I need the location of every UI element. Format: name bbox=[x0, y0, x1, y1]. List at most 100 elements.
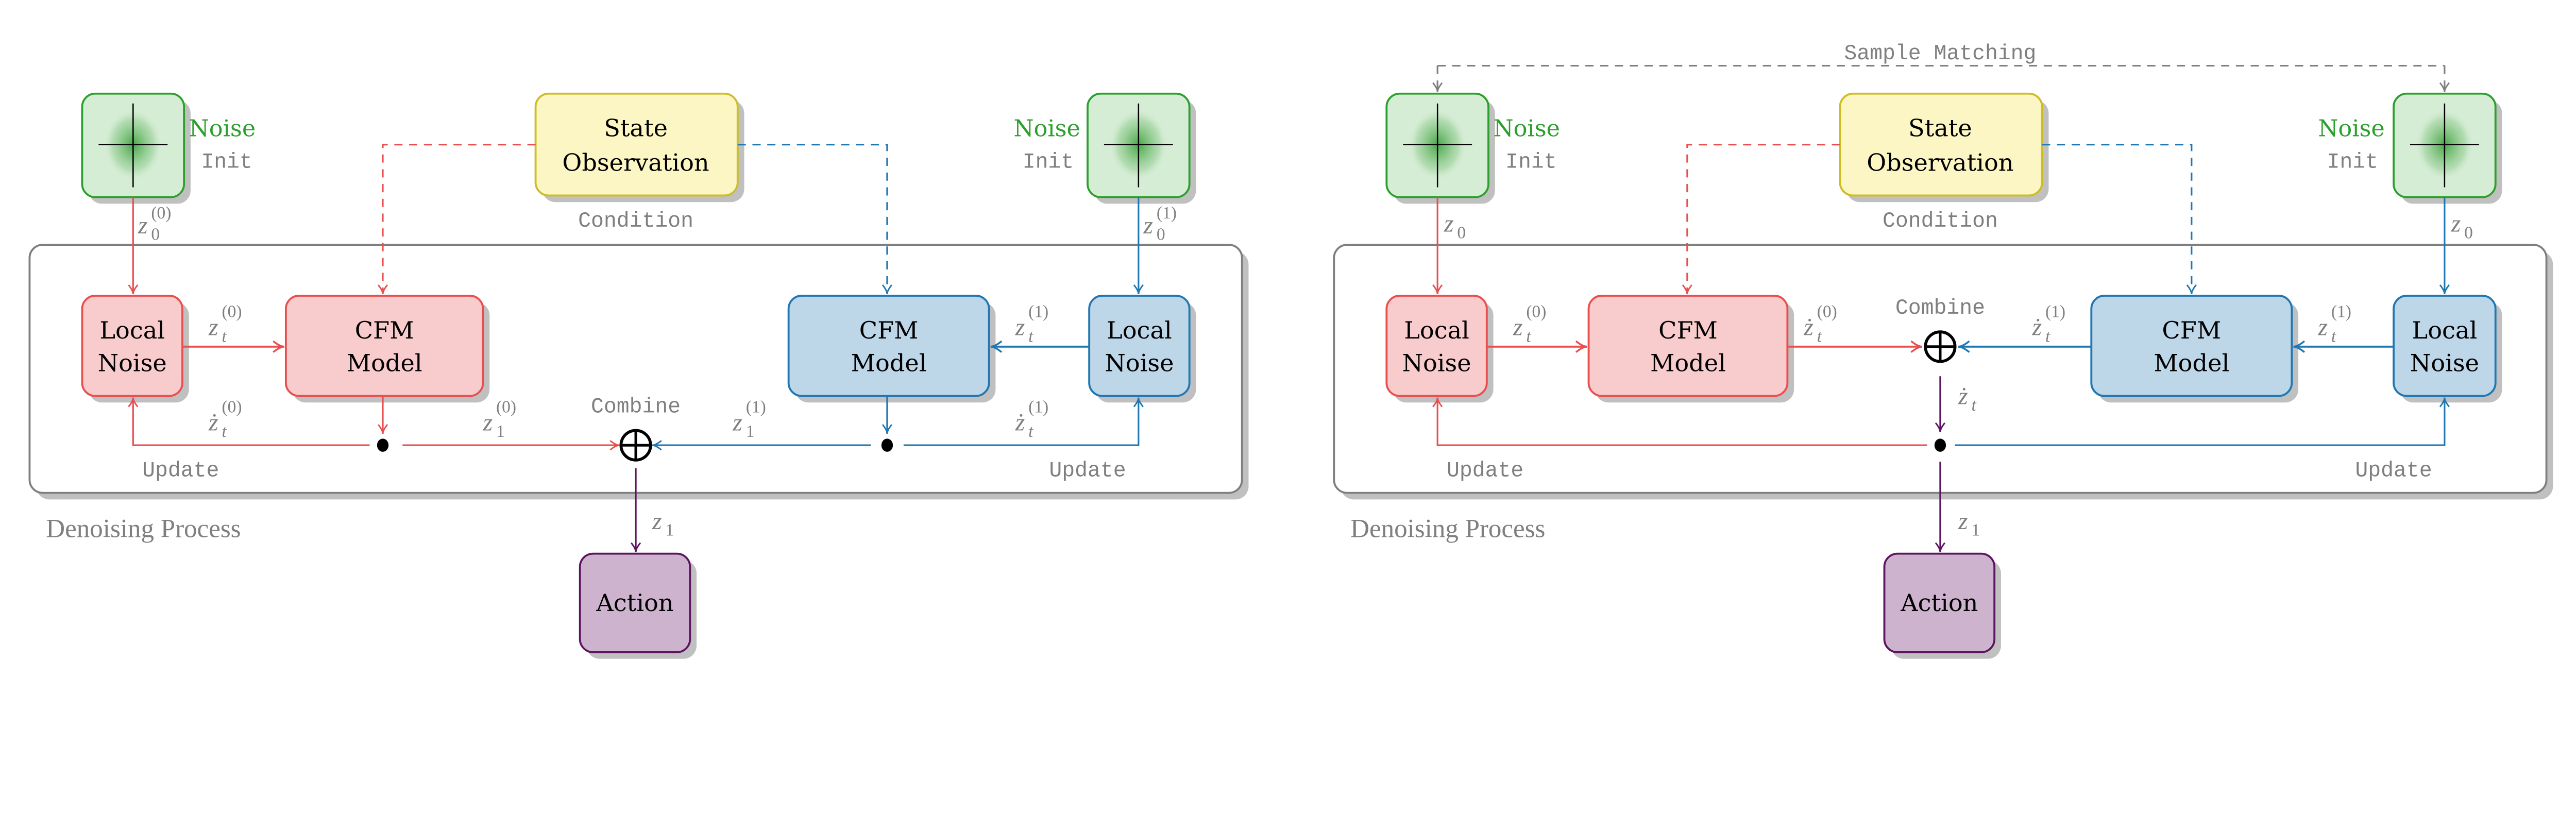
sample-matching-label: Sample Matching bbox=[1844, 42, 2036, 66]
svg-text:z: z bbox=[652, 507, 662, 535]
svg-text:t: t bbox=[1028, 327, 1033, 346]
svg-text:t: t bbox=[222, 327, 227, 346]
noise-label-left: Noise bbox=[1494, 115, 1560, 142]
svg-text:ż: ż bbox=[1015, 409, 1025, 436]
z1-label-left: z 1 (0) bbox=[483, 397, 517, 441]
local-noise-box-left: Local Noise bbox=[81, 295, 189, 403]
split-dot-left bbox=[377, 438, 389, 452]
noise-init-box-right bbox=[1087, 92, 1196, 204]
noise-init-box-right bbox=[2393, 92, 2502, 204]
z1-label-right: z 1 (1) bbox=[732, 397, 766, 441]
svg-text:Local: Local bbox=[99, 316, 165, 344]
split-dot-right bbox=[881, 438, 893, 452]
svg-text:CFM: CFM bbox=[859, 316, 919, 344]
svg-text:(0): (0) bbox=[151, 204, 171, 223]
svg-text:0: 0 bbox=[151, 225, 160, 244]
svg-text:(0): (0) bbox=[1526, 302, 1546, 321]
combine-label: Combine bbox=[591, 395, 681, 419]
z0-label-left: z 0 (0) bbox=[138, 204, 172, 244]
cfm-model-box-red: CFM Model bbox=[284, 295, 490, 403]
update-arrow-right bbox=[1955, 397, 2450, 446]
condition-label: Condition bbox=[1883, 209, 1998, 233]
condition-arrow-blue bbox=[2042, 144, 2197, 294]
cfm-model-box-red: CFM Model bbox=[1587, 295, 1794, 403]
condition-arrow-red bbox=[1682, 144, 1840, 294]
local-noise-box-right: Local Noise bbox=[2393, 295, 2502, 403]
svg-text:z: z bbox=[2451, 210, 2461, 238]
state-observation-box: State Observation bbox=[1839, 92, 2049, 202]
svg-text:1: 1 bbox=[1972, 521, 1980, 540]
zdot-label-right: ż t (1) bbox=[1015, 397, 1049, 441]
svg-text:Observation: Observation bbox=[1867, 149, 2013, 177]
condition-label: Condition bbox=[578, 209, 693, 233]
svg-text:t: t bbox=[222, 422, 227, 441]
action-box: Action bbox=[1883, 552, 2001, 659]
svg-text:CFM: CFM bbox=[2162, 316, 2221, 344]
init-label-left: Init bbox=[1505, 150, 1556, 174]
update-arrow-left bbox=[128, 397, 370, 446]
svg-text:1: 1 bbox=[496, 422, 505, 441]
svg-text:t: t bbox=[1526, 327, 1531, 346]
svg-text:Noise: Noise bbox=[98, 349, 167, 377]
svg-text:CFM: CFM bbox=[355, 316, 414, 344]
combine-oplus-icon bbox=[1924, 330, 1957, 363]
svg-text:Model: Model bbox=[347, 349, 422, 377]
condition-arrow-red bbox=[377, 144, 536, 294]
update-arrow-left bbox=[1432, 397, 1927, 446]
svg-text:1: 1 bbox=[746, 422, 755, 441]
svg-text:Observation: Observation bbox=[562, 149, 709, 177]
svg-text:z: z bbox=[1958, 507, 1968, 535]
update-label-right: Update bbox=[1049, 459, 1126, 483]
init-label-left: Init bbox=[201, 150, 252, 174]
svg-text:Noise: Noise bbox=[2410, 349, 2479, 377]
cfm-model-box-blue: CFM Model bbox=[2090, 295, 2299, 403]
svg-text:ż: ż bbox=[208, 409, 218, 436]
svg-text:CFM: CFM bbox=[1658, 316, 1718, 344]
zt-label-left: z t (0) bbox=[208, 302, 242, 346]
update-label-right: Update bbox=[2355, 459, 2432, 483]
action-box: Action bbox=[579, 552, 697, 659]
svg-text:0: 0 bbox=[2464, 223, 2473, 242]
state-observation-box: State Observation bbox=[534, 92, 744, 202]
svg-text:Local: Local bbox=[2412, 316, 2477, 344]
left-diagram: Denoising Process Noise Init Noise Init … bbox=[28, 92, 1249, 659]
denoising-process-label: Denoising Process bbox=[46, 515, 241, 544]
svg-text:t: t bbox=[1028, 422, 1033, 441]
svg-text:z: z bbox=[483, 409, 493, 436]
noise-label-right: Noise bbox=[1013, 115, 1080, 142]
svg-text:(0): (0) bbox=[222, 397, 242, 416]
svg-text:Noise: Noise bbox=[1402, 349, 1471, 377]
svg-text:z: z bbox=[138, 212, 148, 239]
svg-text:t: t bbox=[1972, 396, 1977, 415]
local-noise-box-right: Local Noise bbox=[1088, 295, 1196, 403]
svg-text:ż: ż bbox=[1803, 314, 1814, 341]
svg-text:(1): (1) bbox=[746, 397, 766, 416]
svg-text:Model: Model bbox=[1650, 349, 1726, 377]
svg-text:t: t bbox=[1817, 327, 1822, 346]
svg-text:(1): (1) bbox=[1157, 204, 1177, 223]
noise-label-right: Noise bbox=[2318, 115, 2385, 142]
svg-text:z: z bbox=[1015, 314, 1025, 341]
z1-output-label: z 1 bbox=[652, 507, 674, 540]
diagram-canvas: Denoising Process Noise Init Noise Init … bbox=[28, 42, 2553, 659]
svg-text:(0): (0) bbox=[222, 302, 242, 321]
z0-label-right: z 0 bbox=[2451, 210, 2473, 243]
zdot-label-right: ż t (1) bbox=[2031, 302, 2065, 346]
denoising-process-label: Denoising Process bbox=[1350, 515, 1545, 544]
svg-text:z: z bbox=[2317, 314, 2328, 341]
svg-text:(0): (0) bbox=[1817, 302, 1837, 321]
svg-text:ż: ż bbox=[2031, 314, 2042, 341]
update-label-left: Update bbox=[142, 459, 219, 483]
svg-text:z: z bbox=[1143, 212, 1153, 239]
svg-text:Local: Local bbox=[1107, 316, 1172, 344]
svg-text:State: State bbox=[1908, 114, 1972, 142]
init-label-right: Init bbox=[1023, 150, 1074, 174]
svg-text:State: State bbox=[604, 114, 668, 142]
right-diagram: Denoising Process Sample Matching Noise … bbox=[1333, 42, 2553, 659]
svg-text:Action: Action bbox=[596, 589, 673, 617]
zt-label-right: z t (1) bbox=[1015, 302, 1049, 346]
svg-text:Noise: Noise bbox=[1105, 349, 1174, 377]
update-arrow-right bbox=[903, 397, 1144, 446]
z1-output-label: z 1 bbox=[1958, 507, 1980, 540]
init-label-right: Init bbox=[2327, 150, 2378, 174]
